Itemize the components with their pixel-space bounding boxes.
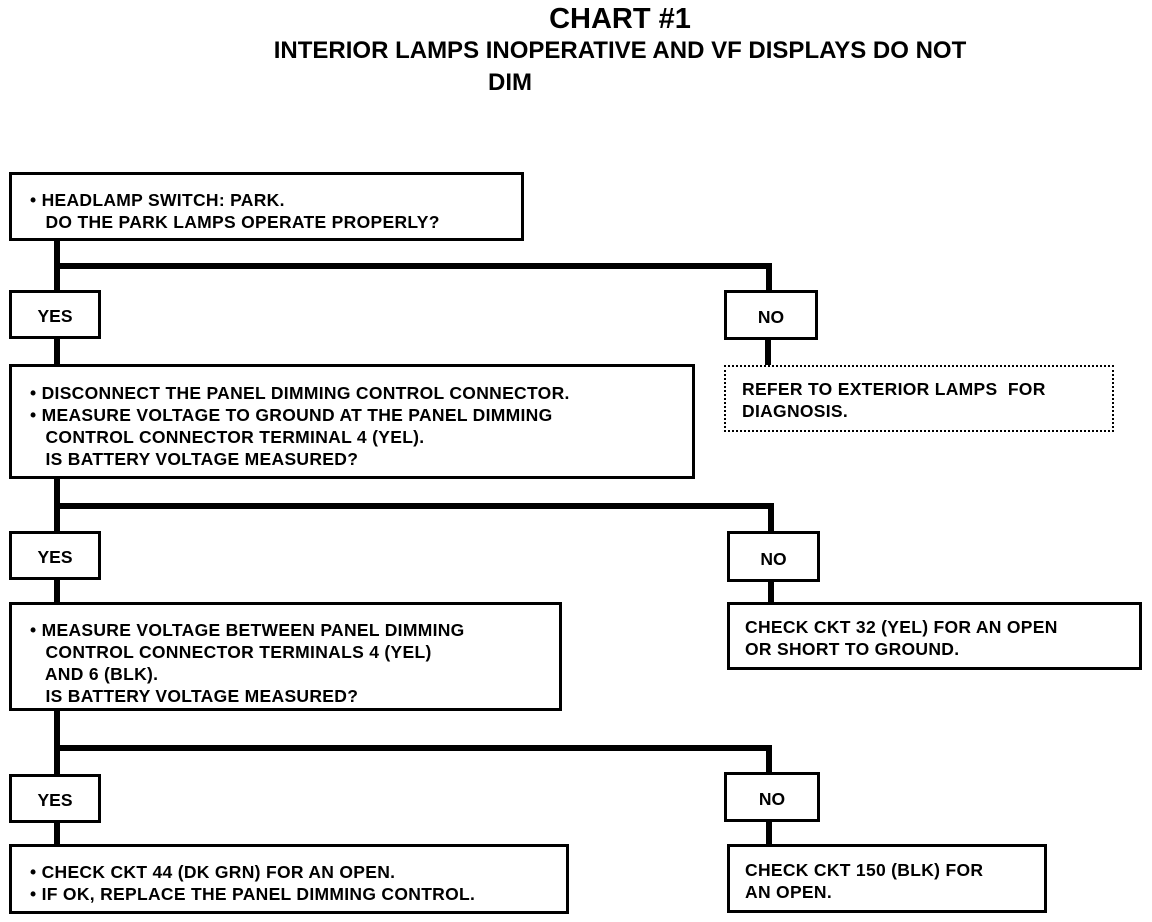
q2-line-2: • MEASURE VOLTAGE TO GROUND AT THE PANEL… [30, 405, 553, 425]
q3-line-4: IS BATTERY VOLTAGE MEASURED? [30, 686, 359, 706]
check-ckt-44-box: • CHECK CKT 44 (DK GRN) FOR AN OPEN. • I… [9, 844, 569, 914]
ckt150-line-1: CHECK CKT 150 (BLK) FOR [745, 860, 984, 880]
yes-box-2: YES [9, 531, 101, 580]
question-battery-voltage-terminal-4-box: • DISCONNECT THE PANEL DIMMING CONTROL C… [9, 364, 695, 479]
connector-yes2-q3 [54, 579, 60, 604]
ckt32-line-2: OR SHORT TO GROUND. [745, 639, 960, 659]
connector-no3-ckt150 [766, 820, 772, 846]
q3-line-1: • MEASURE VOLTAGE BETWEEN PANEL DIMMING [30, 620, 465, 640]
yes-label-1: YES [37, 306, 73, 326]
no-box-2: NO [727, 531, 820, 582]
connector-yes1-q2 [54, 338, 60, 365]
connector-branch-1 [54, 263, 772, 269]
q3-line-3: AND 6 (BLK). [30, 664, 159, 684]
connector-no2-down [768, 503, 774, 533]
ckt44-line-2: • IF OK, REPLACE THE PANEL DIMMING CONTR… [30, 884, 476, 904]
ckt150-line-2: AN OPEN. [745, 882, 832, 902]
ckt44-line-1: • CHECK CKT 44 (DK GRN) FOR AN OPEN. [30, 862, 396, 882]
q2-line-1: • DISCONNECT THE PANEL DIMMING CONTROL C… [30, 383, 570, 403]
yes-label-3: YES [37, 790, 73, 810]
question-park-lamps-box: • HEADLAMP SWITCH: PARK. DO THE PARK LAM… [9, 172, 524, 241]
question-park-lamps-line-2: DO THE PARK LAMPS OPERATE PROPERLY? [30, 212, 440, 232]
check-ckt-32-box: CHECK CKT 32 (YEL) FOR AN OPEN OR SHORT … [727, 602, 1142, 670]
no-box-1: NO [724, 290, 818, 340]
chart-title: CHART #1 [549, 3, 691, 35]
yes-box-1: YES [9, 290, 101, 339]
refer-exterior-lamps-box: REFER TO EXTERIOR LAMPS FOR DIAGNOSIS. [724, 365, 1114, 432]
connector-no3-down [766, 745, 772, 773]
no-box-3: NO [724, 772, 820, 822]
chart-subtitle-line-2: DIM [488, 69, 532, 96]
refer-line-1: REFER TO EXTERIOR LAMPS FOR [742, 379, 1046, 399]
q3-line-2: CONTROL CONNECTOR TERMINALS 4 (YEL) [30, 642, 432, 662]
check-ckt-150-box: CHECK CKT 150 (BLK) FOR AN OPEN. [727, 844, 1047, 913]
yes-box-3: YES [9, 774, 101, 823]
chart-subtitle-line-1: INTERIOR LAMPS INOPERATIVE AND VF DISPLA… [273, 37, 967, 64]
q2-line-3: CONTROL CONNECTOR TERMINAL 4 (YEL). [30, 427, 425, 447]
yes-label-2: YES [37, 547, 73, 567]
connector-branch-3 [54, 745, 772, 751]
ckt32-line-1: CHECK CKT 32 (YEL) FOR AN OPEN [745, 617, 1058, 637]
question-battery-voltage-terminals-4-6-box: • MEASURE VOLTAGE BETWEEN PANEL DIMMING … [9, 602, 562, 711]
question-park-lamps-line-1: • HEADLAMP SWITCH: PARK. [30, 190, 285, 210]
connector-yes3-ckt44 [54, 822, 60, 845]
q2-line-4: IS BATTERY VOLTAGE MEASURED? [30, 449, 359, 469]
connector-no2-ckt32 [768, 581, 774, 604]
connector-no1-down [766, 263, 772, 290]
connector-q3-down [54, 710, 60, 776]
no-label-3: NO [758, 789, 786, 809]
no-label-1: NO [757, 307, 785, 327]
connector-branch-2 [54, 503, 774, 509]
connector-no1-refer [765, 339, 771, 366]
no-label-2: NO [760, 549, 787, 569]
refer-line-2: DIAGNOSIS. [742, 401, 849, 421]
